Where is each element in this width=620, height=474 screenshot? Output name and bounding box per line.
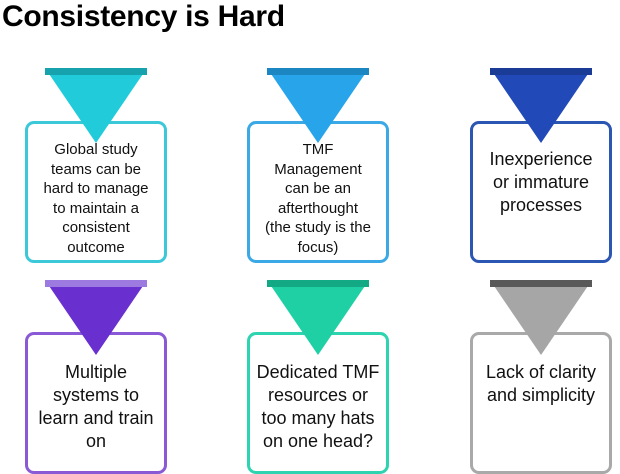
triangle-marker-1 — [45, 68, 147, 143]
card-tmf-management: TMF Management can be an afterthought (t… — [247, 121, 389, 263]
card-text: Inexperience or immature processes — [489, 149, 593, 215]
triangle-marker-2 — [267, 68, 369, 143]
card-text: TMF Management can be an afterthought (t… — [265, 141, 371, 256]
triangle-marker-5 — [267, 280, 369, 355]
card-lack-of-clarity: Lack of clarity and simplicity — [470, 332, 612, 474]
triangle-marker-3 — [490, 68, 592, 143]
card-text: Multiple systems to learn and train on — [38, 362, 154, 451]
card-text: Lack of clarity and simplicity — [485, 362, 597, 405]
card-inexperience: Inexperience or immature processes — [470, 121, 612, 263]
card-global-study-teams: Global study teams can be hard to manage… — [25, 121, 167, 263]
card-text: Global study teams can be hard to manage… — [43, 141, 149, 256]
card-text: Dedicated TMF resources or too many hats… — [256, 362, 380, 451]
page-title: Consistency is Hard — [2, 0, 285, 33]
triangle-marker-6 — [490, 280, 592, 355]
triangle-marker-4 — [45, 280, 147, 355]
card-dedicated-tmf-resources: Dedicated TMF resources or too many hats… — [247, 332, 389, 474]
